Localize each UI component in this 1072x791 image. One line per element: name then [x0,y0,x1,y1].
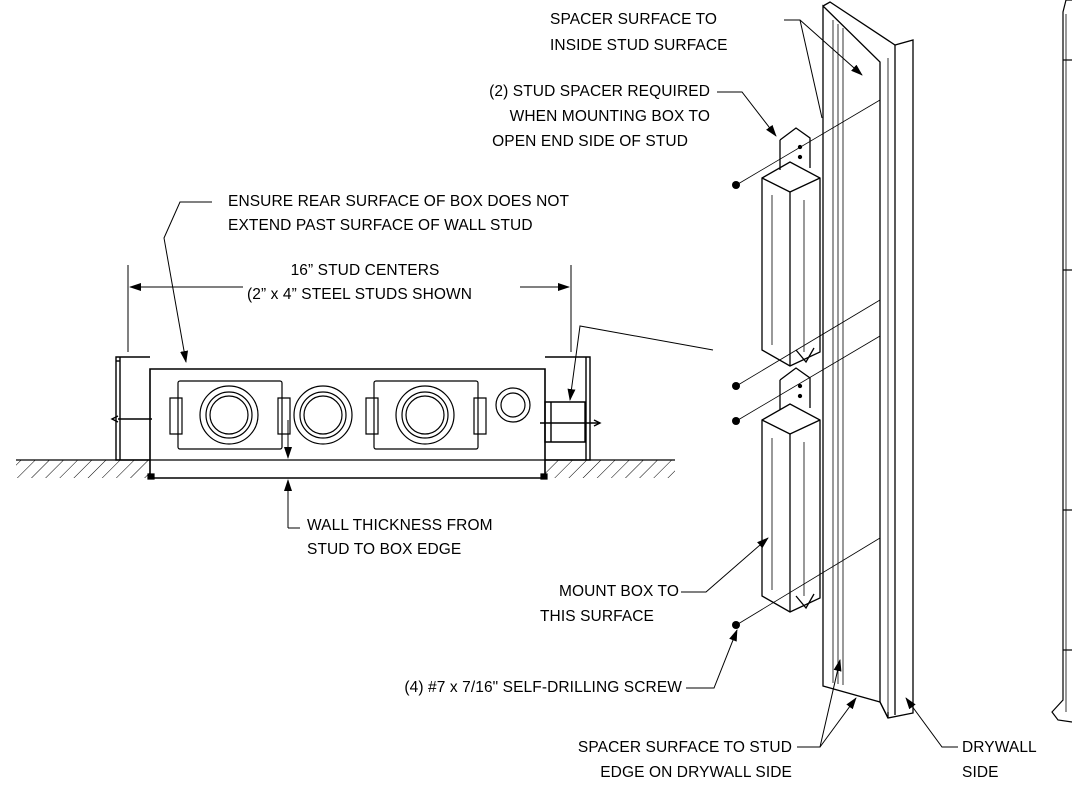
label-stud-spacer-2: WHEN MOUNTING BOX TO [509,108,710,125]
label-stud-spacer-1: (2) STUD SPACER REQUIRED [489,83,710,100]
screw-locations [738,100,880,624]
label-spacer-inside-1: SPACER SURFACE TO [550,11,718,28]
label-screw: (4) #7 x 7/16" SELF-DRILLING SCREW [404,679,682,696]
box-top-view [148,369,547,479]
label-drywall-side-1: DRYWALL [962,739,1037,756]
wall-hatching [16,460,675,478]
wall-thickness-dimension [245,420,310,528]
top-view-drawing [16,202,713,528]
label-mount-box-1: MOUNT BOX TO [558,583,679,600]
partial-right-view [1052,0,1072,722]
label-stud-centers-1: 16” STUD CENTERS [290,262,440,279]
label-wall-thickness-1: WALL THICKNESS FROM [307,517,493,534]
isometric-leaders [681,20,958,747]
stud-centers-dimension [128,265,571,352]
right-stud [540,357,600,460]
label-spacer-drywall-2: EDGE ON DRYWALL SIDE [600,764,792,781]
label-stud-spacer-3: OPEN END SIDE OF STUD [492,133,688,150]
label-ensure-rear-1: ENSURE REAR SURFACE OF BOX DOES NOT [228,193,570,210]
left-stud [112,357,152,460]
stud-isometric [681,2,958,747]
label-spacer-drywall-1: SPACER SURFACE TO STUD [577,739,792,756]
ensure-rear-leader [164,202,212,363]
label-wall-thickness-2: STUD TO BOX EDGE [307,541,462,558]
label-mount-box-2: THIS SURFACE [539,608,654,625]
label-stud-centers-2: (2” x 4” STEEL STUDS SHOWN [247,286,473,303]
label-spacer-inside-2: INSIDE STUD SURFACE [550,37,728,54]
label-drywall-side-2: SIDE [962,764,999,781]
label-ensure-rear-2: EXTEND PAST SURFACE OF WALL STUD [228,217,533,234]
